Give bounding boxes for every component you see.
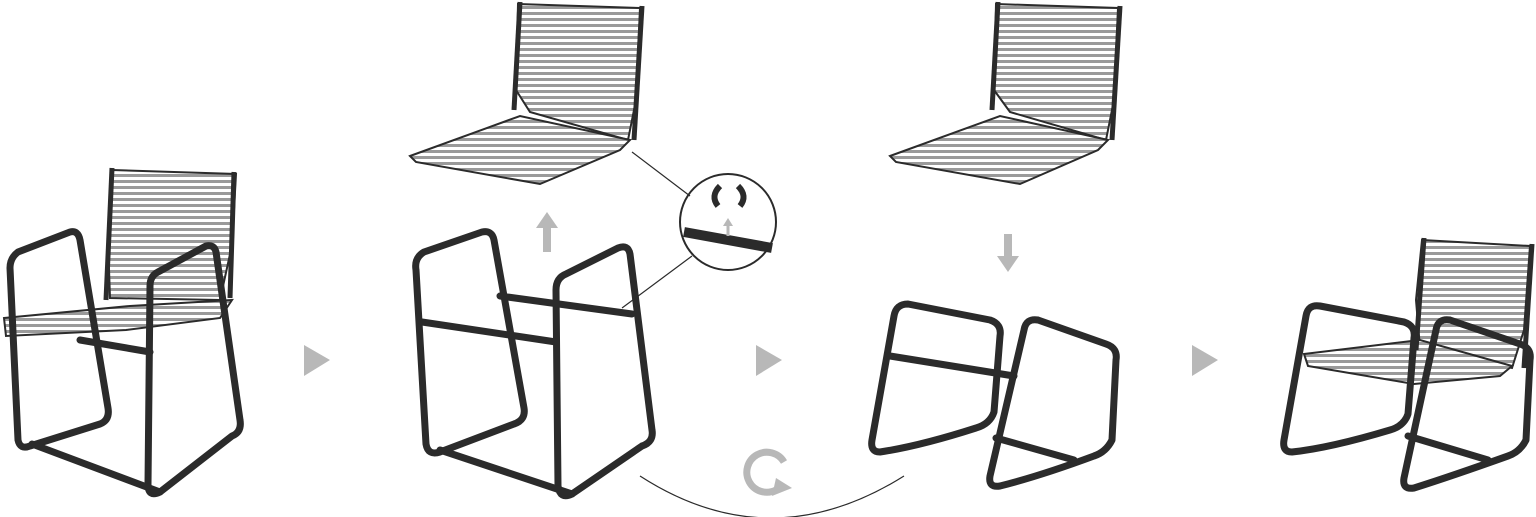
step-rocking-chair-result: [1280, 237, 1535, 492]
chair-seat-back: [2, 167, 238, 338]
placed-seat: [888, 1, 1123, 186]
clip-detail-icon: [621, 151, 777, 309]
rotate-icon: [639, 448, 905, 517]
step-attach-to-rocker: [868, 1, 1123, 490]
rocker-frame: [868, 300, 1120, 490]
arrow-down-icon: [997, 234, 1019, 272]
result-rocker-frame: [1280, 302, 1534, 492]
triangle-right-icon: [304, 345, 330, 376]
triangle-right-icon: [1192, 345, 1218, 376]
step-remove-seat: [408, 1, 777, 500]
chair-frame: [6, 228, 244, 498]
arrow-up-icon: [536, 212, 558, 252]
lifted-seat: [408, 1, 645, 186]
step-original-chair: [2, 167, 244, 498]
base-frame: [412, 228, 656, 500]
triangle-right-icon: [756, 345, 782, 376]
